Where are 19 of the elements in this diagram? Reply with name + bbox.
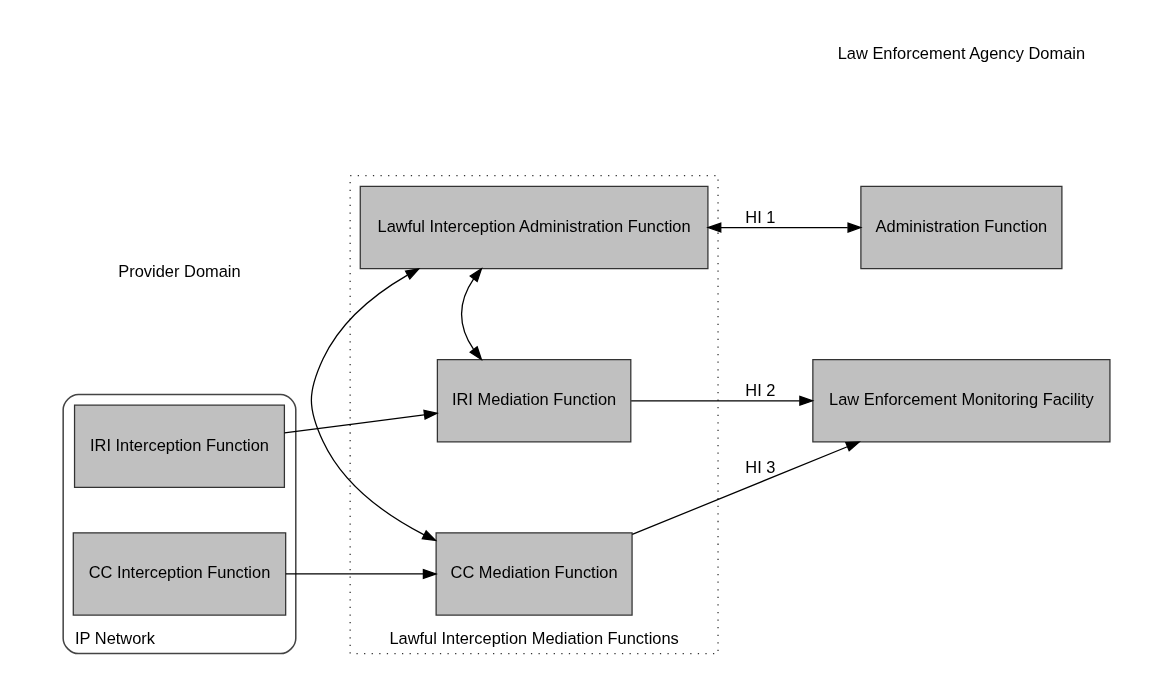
node-box: CC Mediation Function: [435, 532, 633, 616]
node-box: IRI Interception Function: [73, 404, 285, 488]
arrow: [631, 441, 861, 536]
arrow: [310, 267, 437, 542]
edge-label: HI 1: [744, 208, 775, 227]
node-box: Administration Function: [859, 185, 1063, 270]
label: Provider Domain: [117, 262, 241, 281]
node-box: IRI Mediation Function: [436, 359, 631, 443]
arrow: [284, 568, 438, 580]
arrow: [630, 395, 814, 407]
node-box: Law Enforcement Monitoring Facility: [811, 359, 1111, 443]
label: Law Enforcement Agency Domain: [837, 43, 1085, 62]
edge-label: HI 3: [744, 458, 775, 477]
node-box: CC Interception Function: [72, 532, 286, 616]
edge-label: HI 2: [744, 381, 775, 400]
node-box: Lawful Interception Administration Function: [359, 185, 709, 270]
arrow: [460, 267, 483, 361]
arrow: [283, 409, 439, 434]
arrow: [705, 222, 863, 233]
